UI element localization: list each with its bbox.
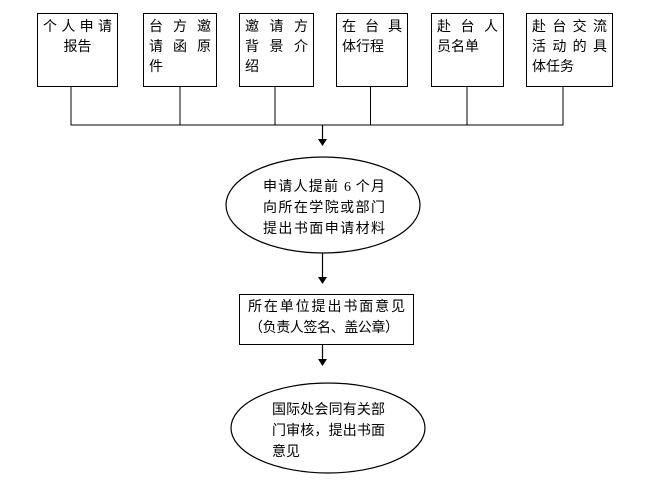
flow-arrow-2-head — [318, 277, 327, 284]
box-inviter-background-intro: 邀请方背景介绍 — [239, 13, 314, 87]
text-line: 提出书面申请材料 — [263, 222, 385, 237]
text-line: 员名单 — [437, 40, 479, 55]
text-line: 请函原 — [149, 40, 211, 55]
text-line: 国际处会同有关部 — [272, 403, 385, 418]
text-line: 申请人提前 6 个月 — [263, 180, 385, 195]
ellipse-international-office-review-text: 国际处会同有关部门审核，提出书面意见 — [272, 400, 385, 463]
text-line: 邀请方 — [245, 20, 308, 35]
box-personal-application-report: 个人申请报告 — [37, 13, 118, 87]
text-line: 意见 — [272, 445, 300, 460]
step3-ellipse-outline — [230, 382, 426, 474]
text-line: 所在单位提出书面意见 — [248, 300, 405, 315]
text-line: （负责人签名、盖公章） — [249, 321, 399, 336]
text-line: 背景介 — [245, 40, 308, 55]
flow-arrow-1-head — [318, 139, 327, 146]
box-itinerary-in-taiwan: 在台具体行程 — [336, 13, 408, 87]
flow-arrow-3-head — [318, 359, 327, 366]
text-line: 件 — [149, 60, 163, 75]
text-line: 门审核，提出书面 — [272, 424, 385, 439]
text-line: 台方邀 — [149, 20, 211, 35]
text-line: 活动的具 — [532, 40, 607, 55]
rect-unit-written-opinion: 所在单位提出书面意见 （负责人签名、盖公章） — [239, 294, 414, 345]
box-taiwan-invitation-letter-original: 台方邀请函原件 — [143, 13, 217, 87]
text-line: 体任务 — [532, 60, 574, 75]
text-line: 在台具 — [342, 20, 402, 35]
text-line: 体行程 — [342, 40, 384, 55]
text-line: 个人申请 — [43, 20, 112, 35]
box-exchange-activity-specific-tasks: 赴台交流活动的具体任务 — [526, 13, 613, 87]
text-line: 报告 — [63, 40, 92, 55]
ellipse-submit-application-text: 申请人提前 6 个月向所在学院或部门提出书面申请材料 — [263, 177, 385, 240]
text-line: 赴台人 — [437, 20, 498, 35]
text-line: 赴台交流 — [532, 20, 607, 35]
text-line: 绍 — [245, 60, 259, 75]
box-personnel-name-list: 赴台人员名单 — [431, 13, 504, 87]
text-line: 向所在学院或部门 — [263, 201, 385, 216]
